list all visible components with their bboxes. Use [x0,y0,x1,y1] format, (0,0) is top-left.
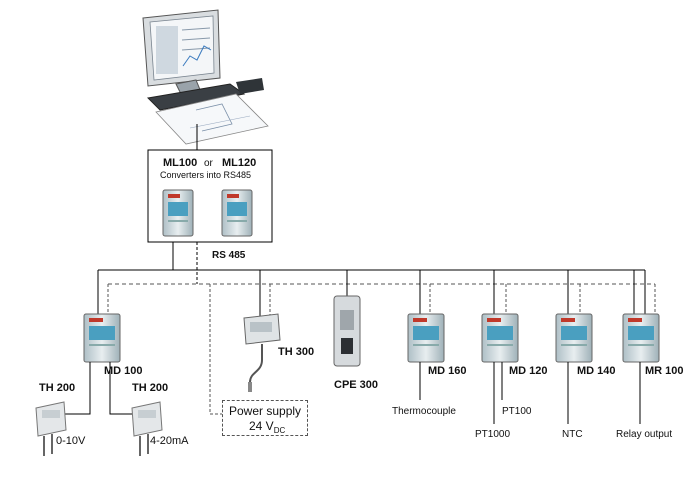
th200-sensor-right-icon [131,401,163,456]
power-supply-line2: 24 VDC [249,419,286,435]
th200-label-left: TH 200 [39,382,76,394]
signal-pt1000: PT1000 [475,429,511,440]
md160-device-icon [407,313,445,363]
cpe300-label: CPE 300 [334,379,379,391]
signal-relay-output: Relay output [616,429,673,440]
th200-sensor-left-icon [35,401,67,456]
signal-pt100: PT100 [502,406,532,417]
md140-device-icon [555,313,593,363]
ml100-device-icon [162,189,194,237]
ml120-device-icon [221,189,253,237]
th300-device-icon [243,313,281,392]
bus-drops [97,270,646,318]
computer-icon [142,9,269,145]
md100-device-icon [83,313,121,363]
md140-label: MD 140 [577,365,616,377]
power-drops [107,284,656,415]
md100-label: MD 100 [104,365,143,377]
power-supply-dc: DC [273,426,286,435]
th300-label: TH 300 [278,346,315,358]
power-supply-box: Power supply 24 VDC [222,400,308,436]
converter-model-b: ML120 [222,157,257,169]
signal-thermocouple: Thermocouple [392,406,456,417]
md120-device-icon [481,313,519,363]
cpe300-device-icon [333,295,361,367]
rs485-label: RS 485 [212,250,246,261]
signal-ntc: NTC [562,429,583,440]
converter-subtitle: Converters into RS485 [160,170,252,180]
converter-model-a: ML100 [163,157,198,169]
mr100-device-icon [622,313,660,363]
sensor-wires [64,362,641,424]
signal-4-20ma: 4-20mA [150,435,189,447]
signal-0-10v: 0-10V [56,435,86,447]
converter-or-text: or [204,158,213,169]
md160-label: MD 160 [428,365,467,377]
mr100-label: MR 100 [645,365,684,377]
converter-box [147,149,273,243]
md120-label: MD 120 [509,365,548,377]
power-supply-line1: Power supply [229,404,302,418]
th200-label-right: TH 200 [132,382,169,394]
power-supply-voltage: 24 V [249,419,274,433]
